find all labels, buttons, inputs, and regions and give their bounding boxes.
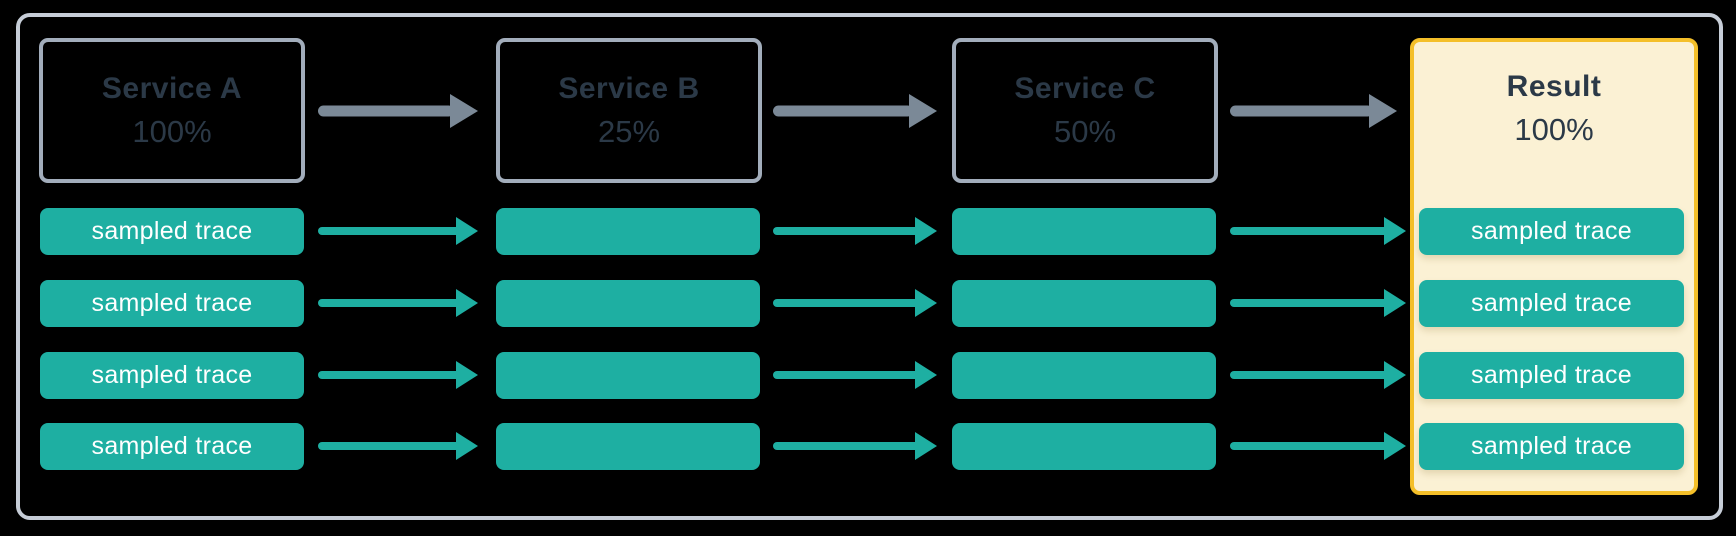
service-c-label: Service C xyxy=(1014,71,1156,105)
trace-arrow xyxy=(318,288,478,318)
arrow-head-icon xyxy=(909,94,937,128)
arrow-service-c-to-result xyxy=(1230,93,1397,129)
diagram-outer-frame xyxy=(16,13,1723,520)
trace-arrow xyxy=(1230,360,1406,390)
arrow-head-icon xyxy=(1369,94,1397,128)
service-b-label: Service B xyxy=(558,71,700,105)
arrow-head-icon xyxy=(1384,289,1406,317)
trace-box-labeled: sampled trace xyxy=(1419,280,1684,327)
trace-box-labeled: sampled trace xyxy=(40,208,304,255)
trace-arrow xyxy=(318,216,478,246)
trace-box-labeled: sampled trace xyxy=(1419,208,1684,255)
trace-box-labeled: sampled trace xyxy=(1419,423,1684,470)
arrow-head-icon xyxy=(915,361,937,389)
arrow-head-icon xyxy=(456,289,478,317)
arrow-head-icon xyxy=(450,94,478,128)
trace-box-plain xyxy=(496,280,760,327)
arrow-service-b-to-c xyxy=(773,93,937,129)
trace-box-plain xyxy=(952,208,1216,255)
trace-label: sampled trace xyxy=(91,432,253,460)
arrow-shaft xyxy=(773,371,919,379)
arrow-head-icon xyxy=(915,217,937,245)
service-a-node: Service A 100% xyxy=(39,38,305,183)
arrow-shaft xyxy=(318,105,454,117)
trace-label: sampled trace xyxy=(91,289,253,317)
result-label: Result xyxy=(1506,70,1602,103)
trace-arrow xyxy=(318,360,478,390)
arrow-head-icon xyxy=(915,289,937,317)
arrow-head-icon xyxy=(456,361,478,389)
trace-arrow xyxy=(773,216,937,246)
trace-box-plain xyxy=(496,208,760,255)
trace-box-labeled: sampled trace xyxy=(40,423,304,470)
arrow-service-a-to-b xyxy=(318,93,478,129)
result-percent: 100% xyxy=(1514,112,1594,147)
trace-label: sampled trace xyxy=(1471,289,1632,317)
trace-arrow xyxy=(773,288,937,318)
service-c-percent: 50% xyxy=(1053,113,1117,149)
arrow-shaft xyxy=(1230,227,1388,235)
trace-label: sampled trace xyxy=(1471,217,1632,245)
arrow-shaft xyxy=(1230,371,1388,379)
trace-arrow xyxy=(1230,431,1406,461)
arrow-shaft xyxy=(773,227,919,235)
trace-arrow xyxy=(1230,216,1406,246)
trace-box-plain xyxy=(952,280,1216,327)
service-c-node: Service C 50% xyxy=(952,38,1218,183)
arrow-shaft xyxy=(318,442,460,450)
trace-box-labeled: sampled trace xyxy=(1419,352,1684,399)
arrow-shaft xyxy=(773,105,913,117)
trace-box-plain xyxy=(952,352,1216,399)
service-a-label: Service A xyxy=(101,71,243,105)
trace-label: sampled trace xyxy=(91,361,253,389)
arrow-head-icon xyxy=(1384,361,1406,389)
trace-box-plain xyxy=(496,352,760,399)
service-b-percent: 25% xyxy=(597,113,661,149)
arrow-shaft xyxy=(318,371,460,379)
result-node: Result 100% xyxy=(1410,38,1698,495)
arrow-shaft xyxy=(773,442,919,450)
trace-label: sampled trace xyxy=(1471,432,1632,460)
trace-box-labeled: sampled trace xyxy=(40,280,304,327)
arrow-shaft xyxy=(1230,442,1388,450)
arrow-shaft xyxy=(318,227,460,235)
trace-box-plain xyxy=(496,423,760,470)
arrow-head-icon xyxy=(1384,432,1406,460)
arrow-shaft xyxy=(318,299,460,307)
trace-arrow xyxy=(1230,288,1406,318)
arrow-shaft xyxy=(773,299,919,307)
trace-arrow xyxy=(773,431,937,461)
trace-arrow xyxy=(773,360,937,390)
arrow-shaft xyxy=(1230,299,1388,307)
trace-box-labeled: sampled trace xyxy=(40,352,304,399)
arrow-head-icon xyxy=(915,432,937,460)
trace-box-plain xyxy=(952,423,1216,470)
arrow-head-icon xyxy=(1384,217,1406,245)
trace-label: sampled trace xyxy=(1471,361,1632,389)
arrow-head-icon xyxy=(456,217,478,245)
arrow-head-icon xyxy=(456,432,478,460)
arrow-shaft xyxy=(1230,105,1373,117)
service-a-percent: 100% xyxy=(132,113,212,149)
trace-label: sampled trace xyxy=(91,217,253,245)
service-b-node: Service B 25% xyxy=(496,38,762,183)
trace-arrow xyxy=(318,431,478,461)
